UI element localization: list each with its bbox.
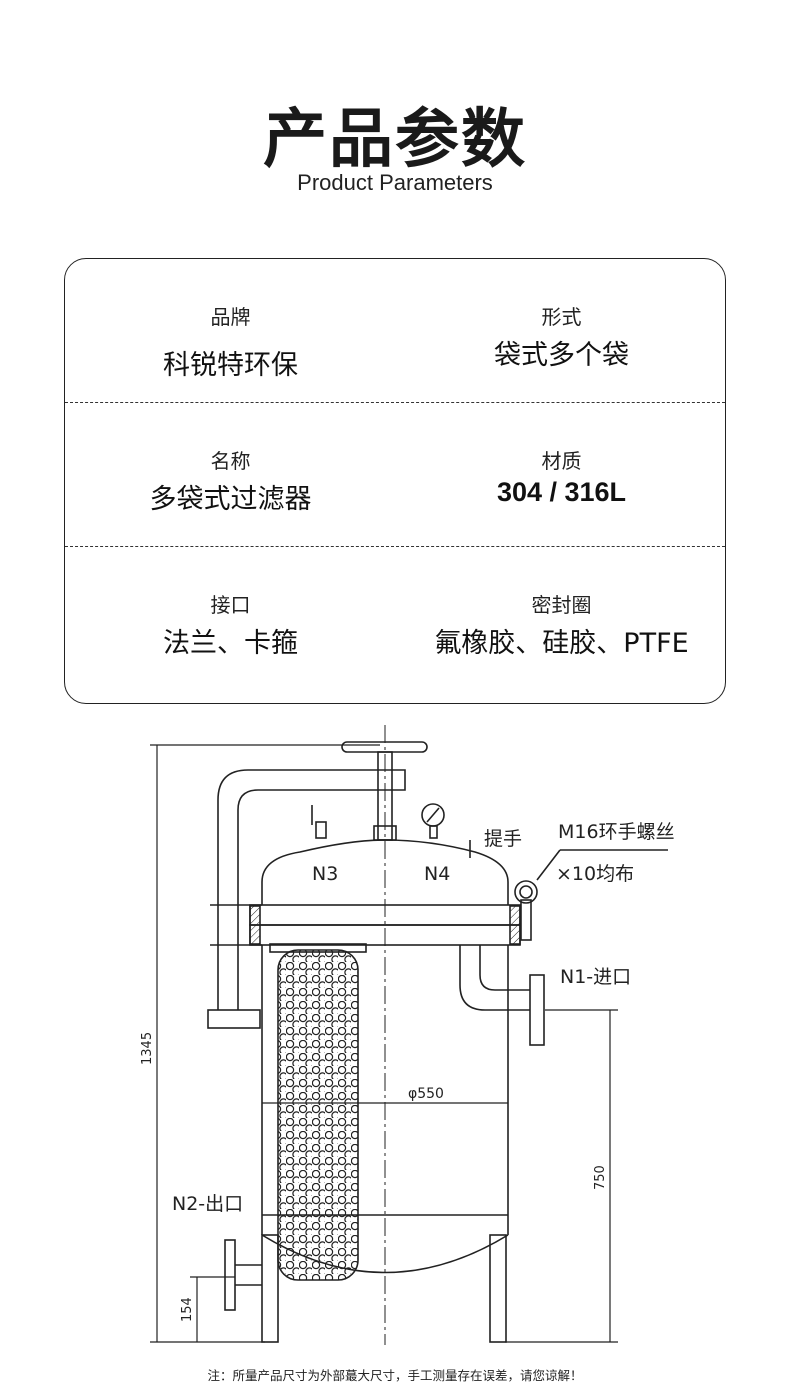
param-connection: 接口法兰、卡箍 bbox=[65, 547, 396, 691]
label-n4: N4 bbox=[424, 863, 450, 885]
pressure-gauge-icon bbox=[421, 803, 445, 839]
label-outlet: N2-出口 bbox=[172, 1193, 243, 1215]
param-name: 名称多袋式过滤器 bbox=[65, 403, 396, 547]
label-diameter: φ550 bbox=[408, 1086, 444, 1102]
label-height-outlet: 154 bbox=[180, 1297, 195, 1322]
page-title: 产品参数 bbox=[263, 103, 527, 177]
param-label: 品牌 bbox=[210, 305, 251, 329]
vessel-lid bbox=[261, 839, 509, 905]
param-value: 袋式多个袋 bbox=[494, 340, 629, 371]
label-inlet: N1-进口 bbox=[560, 966, 631, 988]
param-form: 形式袋式多个袋 bbox=[396, 259, 727, 403]
param-seal: 密封圈氟橡胶、硅胶、PTFE bbox=[396, 547, 727, 691]
param-value: 科锐特环保 bbox=[163, 350, 298, 381]
param-label: 材质 bbox=[541, 449, 582, 473]
filter-bag-basket bbox=[277, 949, 359, 1281]
disclaimer-note: 注：所量产品尺寸为外部蕞大尺寸，手工测量存在误差，请您谅解！ bbox=[207, 1368, 583, 1383]
param-material: 材质 304 / 316L bbox=[396, 403, 727, 547]
param-value: 氟橡胶、硅胶、PTFE bbox=[434, 628, 689, 659]
label-height-total: 1345 bbox=[140, 1032, 155, 1065]
parameters-table: 品牌科锐特环保 形式袋式多个袋 名称多袋式过滤器 材质 304 / 316L 接口… bbox=[64, 258, 726, 704]
label-height-inlet: 750 bbox=[593, 1165, 608, 1190]
outlet-pipe bbox=[224, 1239, 262, 1311]
valve-icon bbox=[311, 805, 327, 839]
param-value: 法兰、卡箍 bbox=[163, 628, 298, 659]
param-label: 形式 bbox=[541, 305, 582, 329]
param-brand: 品牌科锐特环保 bbox=[65, 259, 396, 403]
page-subtitle: Product Parameters bbox=[297, 170, 493, 195]
label-bolt: M16环手螺丝 bbox=[558, 821, 675, 843]
param-label: 接口 bbox=[210, 593, 251, 617]
param-row: 接口法兰、卡箍 密封圈氟橡胶、硅胶、PTFE bbox=[65, 546, 725, 690]
eye-bolt-icon bbox=[514, 849, 668, 941]
label-bolt-count: ×10均布 bbox=[556, 863, 634, 885]
label-n3: N3 bbox=[312, 863, 338, 885]
dimension-lines bbox=[150, 744, 618, 1343]
param-row: 名称多袋式过滤器 材质 304 / 316L bbox=[65, 402, 725, 546]
param-label: 密封圈 bbox=[531, 593, 592, 617]
label-handle: 提手 bbox=[484, 828, 522, 850]
inlet-pipe bbox=[459, 945, 545, 1046]
param-row: 品牌科锐特环保 形式袋式多个袋 bbox=[65, 259, 725, 403]
param-value: 304 / 316L bbox=[496, 477, 627, 507]
param-label: 名称 bbox=[210, 449, 251, 473]
param-value: 多袋式过滤器 bbox=[149, 484, 312, 515]
